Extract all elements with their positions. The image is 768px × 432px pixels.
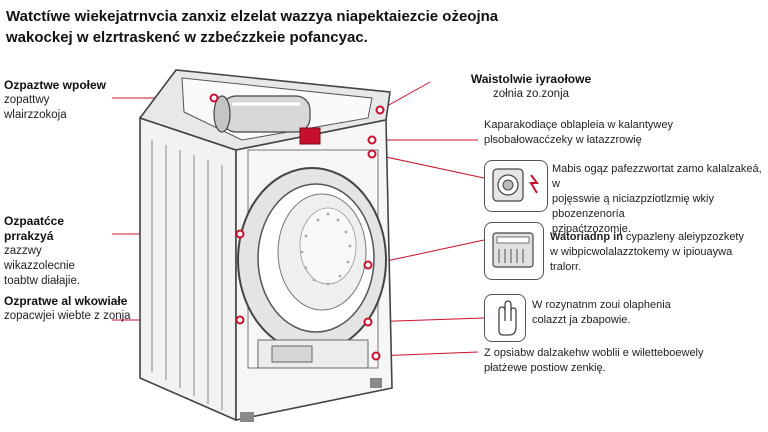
callout-line: colazzt ja zbapowie. (532, 314, 631, 326)
top-red-component (299, 127, 321, 145)
leader-item5 (375, 351, 479, 357)
top-cylinder (213, 95, 311, 133)
callout-heading: Ozpaztwe wpołew (4, 78, 107, 92)
callout-line: tralorr. (550, 261, 582, 273)
callout-left-top: Ozpaztwe wpołew zopattwy wlairzzokoja (4, 78, 114, 123)
callout-sub: zopacwjei wiebte z zonja (4, 310, 131, 322)
callout-line: plsobałowacćzeky w łatazzrowię (484, 134, 642, 146)
callout-item3: Watoriadnp in cypazleny aleiypzozkety w … (550, 230, 762, 275)
side-ribs (151, 140, 223, 410)
drum-perforations (300, 212, 352, 286)
callout-line: cypazleny aleiypzozkety (625, 231, 744, 243)
foot-right (370, 378, 382, 388)
callout-left-middle: Ozpaatćce prrakzyá zazzwy wikazzolecnie … (4, 214, 114, 289)
callout-line: Z opsiabw dalzakehw woblii e wiletteboew… (484, 347, 704, 359)
callout-line: pzjpaćtzozomje. (552, 223, 631, 235)
callout-line: Kaparakodiaçe oblapleia w kalantywey (484, 119, 673, 131)
leader-item2 (371, 153, 485, 179)
callout-line: W rozynatnm zoui olaphenia (532, 299, 671, 311)
callout-item4: W rozynatnm zoui olaphenia colazzt ja zb… (532, 298, 732, 328)
callout-right-top: Waistolwie iyraołowe zołnia zo.zonja (466, 72, 596, 102)
title-line-1: Watctíwe wiekejatrnvcia zanxiz elzelat w… (6, 8, 499, 25)
callout-heading: Waistolwie iyraołowe (470, 72, 592, 86)
callout-heading: Ozpratwe al wkowiałe (4, 294, 128, 308)
diagram-title: Watctíwe wiekejatrnvcia zanxiz elzelat w… (6, 6, 526, 48)
callout-sub-2: toabtw diałajie. (4, 275, 81, 287)
title-line-2: wakockej w elzrtraskenć w zzbećzzkeie po… (6, 29, 368, 46)
door (237, 167, 387, 353)
callout-sub: zołnia zo.zonja (492, 88, 570, 100)
callout-line: pojęsswie ą niciazpziotlzmię wkiy pbozen… (552, 193, 715, 220)
callout-line: płatżewe postiow zenkię. (484, 362, 606, 374)
callout-item2: Mabis ogąz pafezzwortat zamo kalalzakeá,… (552, 162, 762, 237)
foot-left (240, 412, 254, 422)
marker-points (209, 93, 385, 361)
callout-item1: Kaparakodiaçe oblapleia w kalantywey pls… (484, 118, 684, 148)
callout-line: Mabis ogąz pafezzwortat zamo kalalzakeá,… (552, 163, 762, 190)
pump-icon (484, 160, 548, 212)
callout-item5: Z opsiabw dalzakehw woblii e wiletteboew… (484, 346, 714, 376)
hand-touch-icon (484, 294, 526, 342)
callout-heading: Watoriadnp in (550, 231, 623, 243)
callout-sub: zopattwy wlairzzokoja (4, 94, 67, 121)
base-components (257, 339, 369, 369)
control-module-icon (484, 222, 544, 280)
callout-left-bottom: Ozpratwe al wkowiałe zopacwjei wiebte z … (4, 294, 134, 324)
callout-heading: Ozpaatćce prrakzyá (4, 214, 65, 243)
callout-line: w wibpicwolalazztokemy w ipiouaywa (550, 246, 733, 258)
callout-sub: zazzwy wikazzolecnie (4, 245, 75, 272)
